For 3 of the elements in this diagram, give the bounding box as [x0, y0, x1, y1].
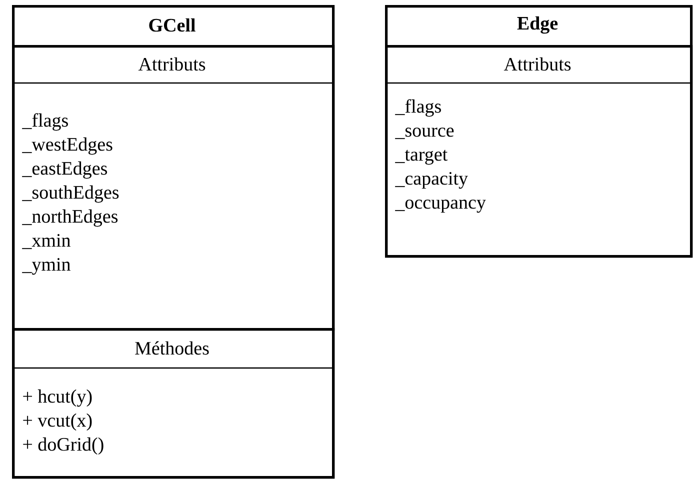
class-compartment: Attributs _flags _westEdges _eastEdges _southEdges _northEdges _xmin _ymin [12, 45, 335, 331]
class-compartment: Méthodes + hcut(y) + vcut(x) + doGrid() [12, 328, 335, 479]
class-compartment: Attributs _flags _source _target _capacity _occupancy [385, 45, 693, 258]
